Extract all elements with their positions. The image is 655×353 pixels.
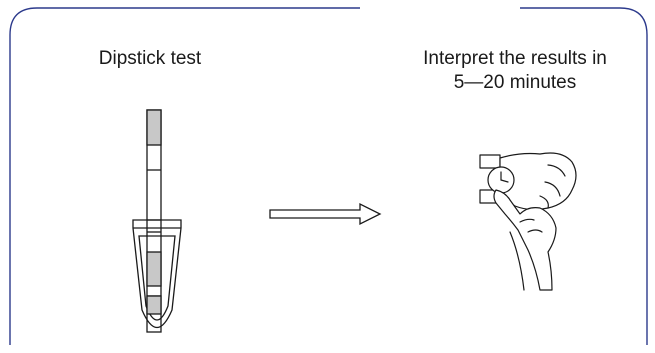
step-two-label-line2: 5—20 minutes xyxy=(453,72,577,93)
step-two-label: Interpret the results in 5—20 minutes xyxy=(380,47,650,95)
step-one-label: Dipstick test xyxy=(98,48,202,69)
step-two-label-line1: Interpret the results in xyxy=(423,48,607,69)
